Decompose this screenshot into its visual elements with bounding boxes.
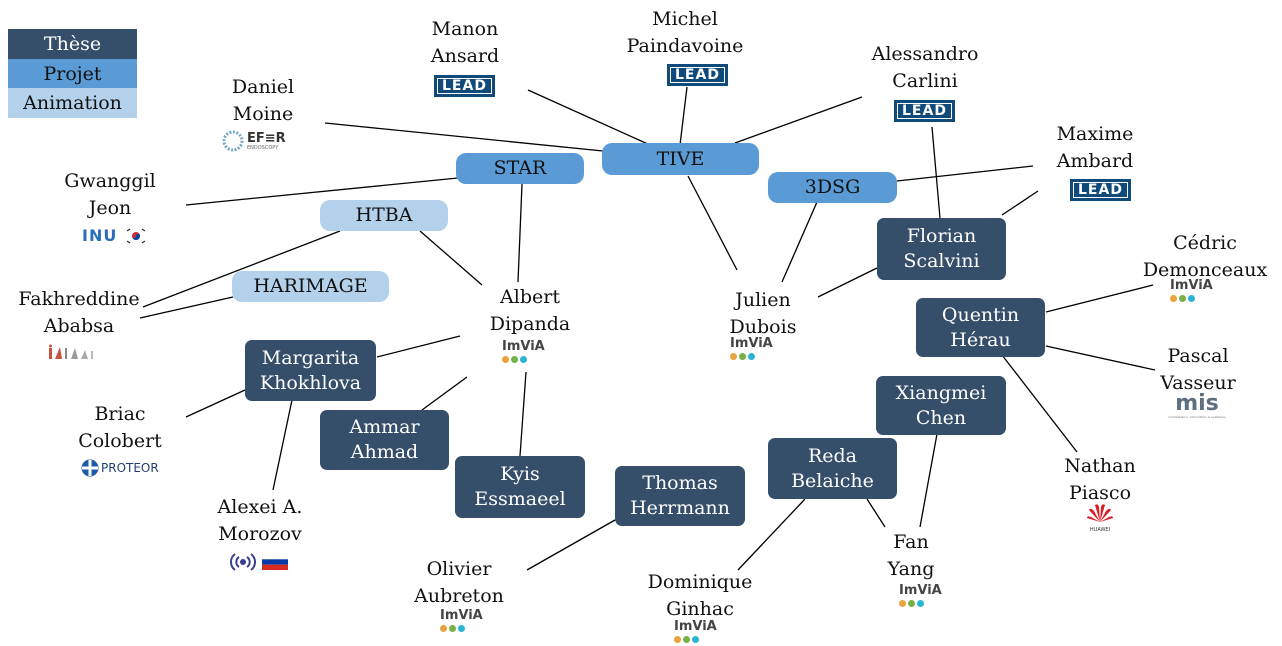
- edge-manon-tive: [527, 89, 651, 146]
- edge-margarita-briac: [185, 389, 246, 418]
- edge-3dsg-julien: [781, 201, 818, 283]
- edge-xiangmei-fan: [919, 433, 938, 528]
- animation-htba[interactable]: HTBA: [320, 200, 448, 231]
- lead-logo: LEAD: [1070, 179, 1131, 201]
- edge-reda-fan: [866, 498, 886, 528]
- ababsa-lab-logo: [47, 344, 101, 364]
- imvia-logo: ImViA: [502, 340, 545, 363]
- project-3dsg[interactable]: 3DSG: [768, 172, 897, 203]
- edge-harimage-fakhreddine: [139, 296, 234, 319]
- edge-albert-margarita: [376, 335, 461, 358]
- lead-logo: LEAD: [894, 100, 955, 122]
- edge-daniel-tive: [324, 122, 604, 152]
- edge-alessandro-tive: [734, 96, 863, 144]
- edge-htba-albert: [419, 230, 483, 286]
- edge-maxime-florian: [1001, 190, 1039, 216]
- mis-logo: mis modélisation, information & systèmes: [1168, 391, 1226, 420]
- legend-animation: Animation: [8, 88, 137, 118]
- edge-gwanggil-star: [185, 177, 459, 206]
- russia-flag-icon: [262, 554, 288, 570]
- edge-htba-fakhreddine: [142, 230, 341, 308]
- edge-albert-kyis: [519, 371, 527, 457]
- institute-ring-icon: [230, 553, 256, 571]
- imvia-logo: ImViA: [674, 620, 717, 643]
- imvia-logo: ImViA: [440, 609, 483, 632]
- edge-albert-ammar: [421, 376, 468, 411]
- imvia-logo: ImViA: [730, 337, 773, 360]
- project-star[interactable]: STAR: [456, 153, 584, 184]
- edge-thomas-olivier: [526, 519, 616, 571]
- proteor-cross-icon: [81, 459, 99, 477]
- imvia-logo: ImViA: [899, 584, 942, 607]
- inu-logo: INU: [82, 226, 148, 245]
- proteor-logo: PROTEOR: [81, 459, 159, 477]
- edge-tive-julien: [687, 175, 738, 271]
- animation-harimage[interactable]: HARIMAGE: [232, 271, 389, 302]
- edge-quentin-nathan: [1001, 354, 1078, 453]
- edge-reda-dominique: [737, 498, 806, 571]
- edge-michel-tive: [679, 86, 688, 146]
- edge-margarita-alexei: [272, 399, 293, 491]
- project-tive[interactable]: TIVE: [602, 143, 759, 175]
- huawei-flower-icon: [1087, 504, 1113, 522]
- edge-pascal-quentin: [1045, 345, 1156, 371]
- legend-these: Thèse: [8, 29, 137, 59]
- huawei-logo: HUAWEI: [1080, 503, 1120, 533]
- lab-icons-logo: [49, 344, 93, 359]
- edge-alessandro-florian: [931, 126, 941, 219]
- efer-ring-icon: [222, 130, 244, 152]
- edge-maxime-3dsg: [896, 165, 1034, 182]
- korea-flag-icon: [125, 227, 148, 244]
- legend-projet: Projet: [8, 59, 137, 89]
- lead-logo: LEAD: [667, 64, 728, 86]
- edge-cedric-quentin: [1045, 284, 1154, 313]
- edge-star-albert: [517, 183, 523, 283]
- efer-logo: EF≡R ENDOSCOPY: [222, 130, 286, 152]
- person-alexei-morozov: Alexei A.Morozov: [217, 496, 303, 545]
- alexei-logos: [230, 551, 288, 573]
- imvia-logo: ImViA: [1170, 279, 1213, 302]
- edge-florian-julien: [817, 267, 878, 298]
- lead-logo: LEAD: [434, 75, 495, 97]
